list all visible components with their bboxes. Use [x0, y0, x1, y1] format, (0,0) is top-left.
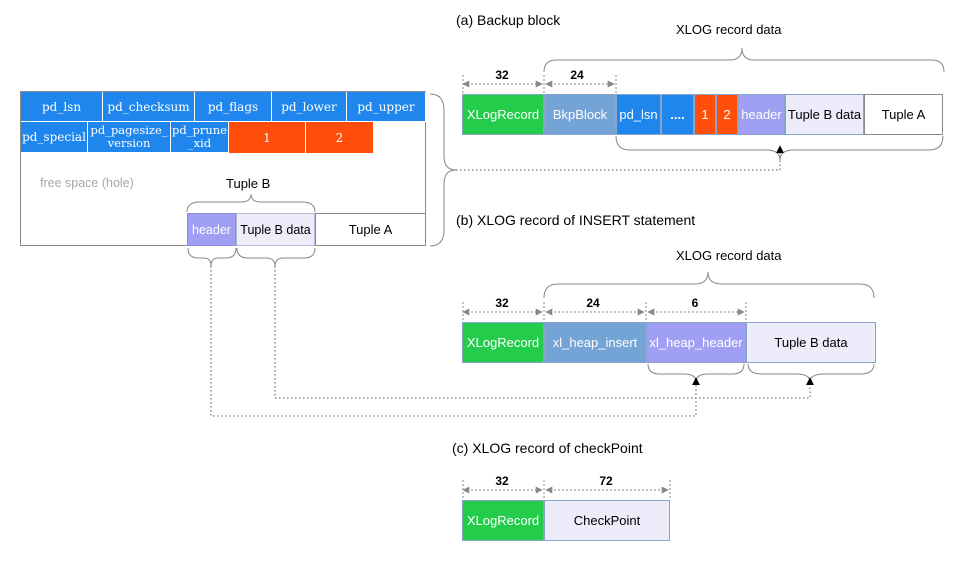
pd-upper-field: pd_upper — [347, 92, 426, 122]
tuple-b-label: Tuple B — [226, 176, 271, 191]
page-header-brace — [187, 247, 237, 267]
panel-c-xlogrecord: XLogRecord — [462, 500, 544, 541]
panel-a-caption: (a) Backup block — [456, 12, 561, 28]
panel-a-tuple-a: Tuple A — [864, 94, 943, 135]
panel-a-tuple-b-header: header — [738, 94, 785, 135]
pd-checksum-field: pd_checksum — [103, 92, 195, 122]
pd-lsn-field: pd_lsn — [21, 92, 103, 122]
page-tuple-b-data: Tuple B data — [236, 213, 315, 246]
panel-a-size-xlogrecord: 32 — [495, 68, 509, 82]
panel-b-caption: (b) XLOG record of INSERT statement — [456, 212, 696, 228]
line-pointer-2: 2 — [306, 122, 374, 153]
panel-b-size-xlogrecord: 32 — [495, 296, 509, 310]
panel-b-data-label: XLOG record data — [676, 248, 782, 263]
panel-b-xl-heap-insert: xl_heap_insert — [544, 322, 646, 363]
free-space-label: free space (hole) — [40, 176, 134, 190]
page-tuple-a: Tuple A — [315, 213, 426, 246]
panel-b-data-brace — [543, 271, 875, 299]
pd-lower-field: pd_lower — [272, 92, 347, 122]
page-tuple-b-header: header — [187, 213, 236, 246]
panel-a-bkpblock: BkpBlock — [544, 94, 616, 135]
panel-c-size-xlogrecord: 32 — [495, 474, 509, 488]
pd-flags-field: pd_flags — [195, 92, 272, 122]
panel-a-line-pointer-1: 1 — [694, 94, 716, 135]
page-to-backup-connector — [456, 145, 784, 171]
panel-a-xlogrecord: XLogRecord — [462, 94, 544, 135]
panel-b-xl-heap-header: xl_heap_header — [646, 322, 746, 363]
panel-b-size-xl-heap-insert: 24 — [586, 296, 600, 310]
panel-b-tuple-b-data: Tuple B data — [746, 322, 876, 363]
line-pointer-1: 1 — [229, 122, 306, 153]
pd-pagesize-version-field: pd_pagesize_ version — [88, 122, 171, 153]
heap-page-brace — [429, 93, 457, 247]
panel-a-line-pointer-2: 2 — [716, 94, 738, 135]
pd-special-field: pd_special — [21, 122, 88, 153]
panel-b-xlogrecord: XLogRecord — [462, 322, 544, 363]
panel-c-checkpoint: CheckPoint — [544, 500, 670, 541]
panel-a-ellipsis: .... — [661, 94, 694, 135]
panel-a-data-label: XLOG record data — [676, 22, 782, 37]
panel-a-pd-lsn: pd_lsn — [616, 94, 661, 135]
panel-c-caption: (c) XLOG record of checkPoint — [452, 440, 643, 456]
panel-b-header-brace — [647, 363, 745, 383]
panel-b-tuple-data-brace — [747, 363, 875, 383]
pd-prune-xid-field: pd_prune _xid — [171, 122, 229, 153]
panel-a-size-bkpblock: 24 — [570, 68, 584, 82]
panel-b-size-xl-heap-header: 6 — [691, 296, 699, 310]
panel-c-size-checkpoint: 72 — [599, 474, 613, 488]
panel-a-page-brace — [615, 135, 944, 161]
page-data-brace — [236, 247, 316, 267]
panel-a-tuple-b-data: Tuple B data — [785, 94, 864, 135]
